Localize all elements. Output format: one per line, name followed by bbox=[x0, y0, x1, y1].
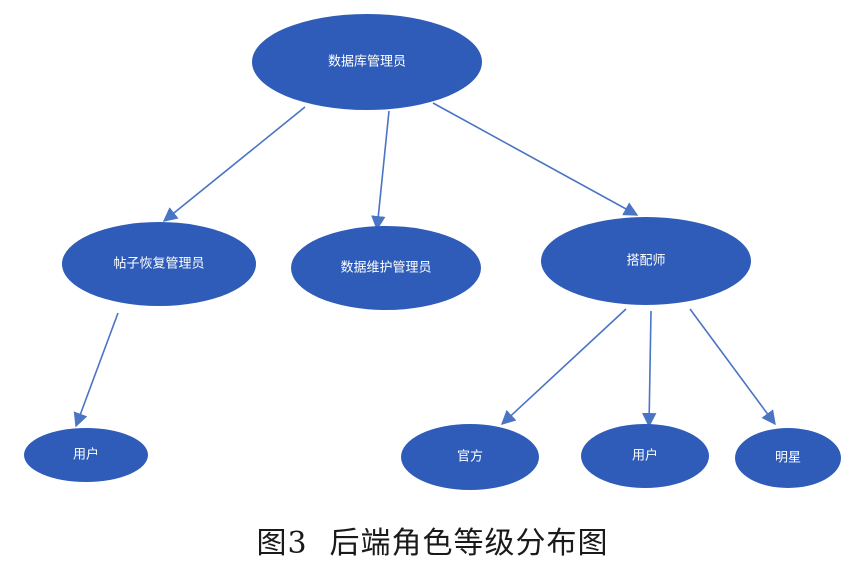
node-star-label: 明星 bbox=[775, 451, 801, 466]
figure-number: 图3 bbox=[256, 526, 308, 561]
node-data-maintenance-admin: 数据维护管理员 bbox=[291, 226, 481, 310]
node-stylist-label: 搭配师 bbox=[626, 253, 665, 269]
node-user-left: 用户 bbox=[24, 428, 148, 482]
node-post-label: 帖子恢复管理员 bbox=[113, 257, 204, 272]
node-user1-label: 用户 bbox=[73, 447, 99, 463]
edge-root-stylist bbox=[432, 102, 639, 216]
edge-stylist-official bbox=[500, 308, 627, 425]
node-root-label: 数据库管理员 bbox=[328, 54, 406, 70]
node-user2-label: 用户 bbox=[632, 448, 658, 464]
role-hierarchy-diagram: 数据库管理员 帖子恢复管理员 数据维护管理员 搭配师 用户 官方 用户 明星 bbox=[24, 14, 841, 490]
node-stylist: 搭配师 bbox=[541, 217, 751, 305]
node-post-recovery-admin: 帖子恢复管理员 bbox=[62, 222, 256, 306]
node-maint-label: 数据维护管理员 bbox=[340, 261, 431, 276]
figure-title: 后端角色等级分布图 bbox=[329, 526, 609, 561]
edge-stylist-star bbox=[689, 308, 776, 426]
edge-root-post bbox=[162, 106, 306, 222]
edge-root-maint bbox=[371, 110, 390, 231]
node-star: 明星 bbox=[735, 428, 841, 488]
node-root: 数据库管理员 bbox=[252, 14, 482, 110]
node-official: 官方 bbox=[401, 424, 539, 490]
node-user-right: 用户 bbox=[581, 424, 709, 488]
figure-caption: 图3 后端角色等级分布图 bbox=[0, 518, 865, 562]
node-official-label: 官方 bbox=[457, 449, 483, 465]
edge-stylist-user2 bbox=[642, 310, 657, 428]
edge-post-user1 bbox=[73, 312, 119, 428]
